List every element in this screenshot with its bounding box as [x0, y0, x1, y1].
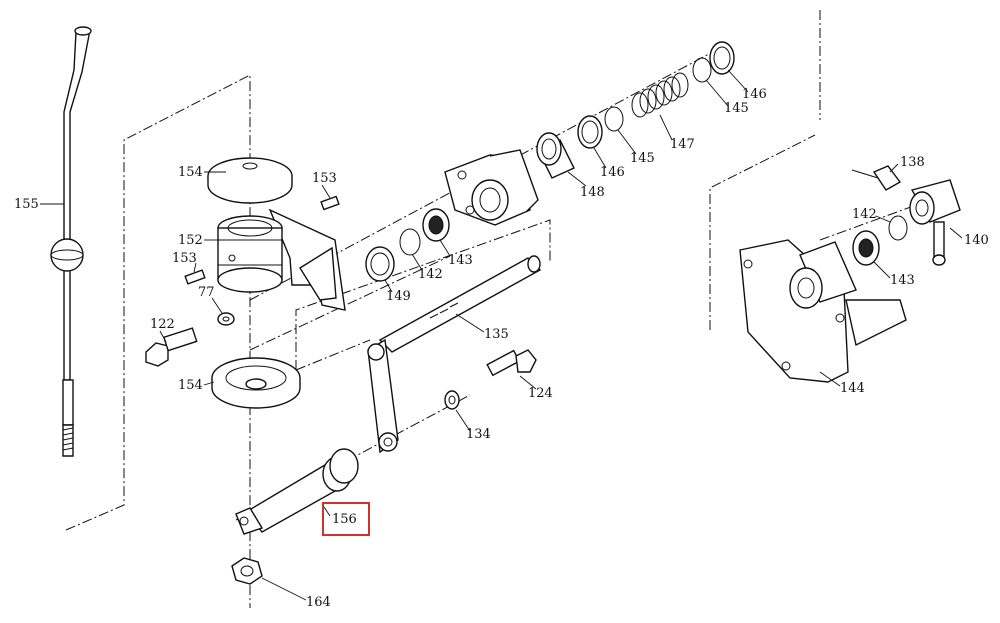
part-135-shaft — [378, 255, 542, 353]
callout-154-lower: 154 — [178, 378, 203, 393]
callout-164: 164 — [306, 595, 331, 610]
callout-152: 152 — [178, 233, 203, 248]
part-77-washer — [217, 312, 235, 326]
callout-156: 156 — [332, 512, 357, 527]
part-143-bearing-right — [852, 230, 880, 266]
part-147-spring — [631, 72, 689, 118]
callout-149: 149 — [386, 289, 411, 304]
part-134-washer — [444, 390, 460, 410]
callout-124: 124 — [528, 386, 553, 401]
part-143-bearing — [422, 208, 450, 242]
leader-lines — [40, 69, 963, 601]
callout-135: 135 — [484, 327, 509, 342]
callout-122: 122 — [150, 317, 175, 332]
part-155-lever-rod — [50, 26, 92, 457]
callout-154-upper: 154 — [178, 165, 203, 180]
part-154-upper-washer — [207, 157, 293, 204]
highlight-box-156 — [322, 502, 370, 536]
callout-146-b: 146 — [742, 87, 767, 102]
callout-147: 147 — [670, 137, 695, 152]
callout-153-lower: 153 — [172, 251, 197, 266]
part-152-housing — [217, 208, 346, 311]
flange-housing — [444, 149, 539, 226]
part-164-nut — [231, 557, 263, 585]
callout-153-upper: 153 — [312, 171, 337, 186]
callout-155: 155 — [14, 197, 39, 212]
part-154-lower-seat — [211, 357, 301, 409]
callout-134: 134 — [466, 427, 491, 442]
part-148-bushing — [536, 132, 575, 179]
part-142-ring-right — [888, 215, 908, 241]
part-145-ring-b — [692, 57, 712, 83]
part-153-pins — [184, 195, 340, 285]
callout-144: 144 — [840, 381, 865, 396]
part-146-ring-a — [577, 115, 603, 149]
callout-143-right: 143 — [890, 273, 915, 288]
part-140-knuckle — [909, 179, 961, 266]
callout-138: 138 — [900, 155, 925, 170]
callout-142-right: 142 — [852, 207, 877, 222]
callout-146-a: 146 — [600, 165, 625, 180]
part-156-pin — [235, 448, 359, 535]
part-138-fitting — [851, 165, 902, 191]
callout-145-a: 145 — [630, 151, 655, 166]
part-146-ring-b — [709, 41, 735, 75]
part-145-ring-a — [604, 106, 624, 132]
callout-142: 142 — [418, 267, 443, 282]
lever-arm — [367, 338, 399, 454]
part-149-seal — [365, 246, 395, 282]
part-122-bolt — [145, 327, 198, 367]
callout-148: 148 — [580, 185, 605, 200]
callout-143: 143 — [448, 253, 473, 268]
part-142-ring — [399, 228, 421, 256]
callout-140: 140 — [964, 233, 989, 248]
part-144-cover — [739, 239, 907, 383]
part-124-bolt — [486, 349, 537, 377]
callout-145-b: 145 — [724, 101, 749, 116]
callout-77: 77 — [198, 285, 215, 300]
